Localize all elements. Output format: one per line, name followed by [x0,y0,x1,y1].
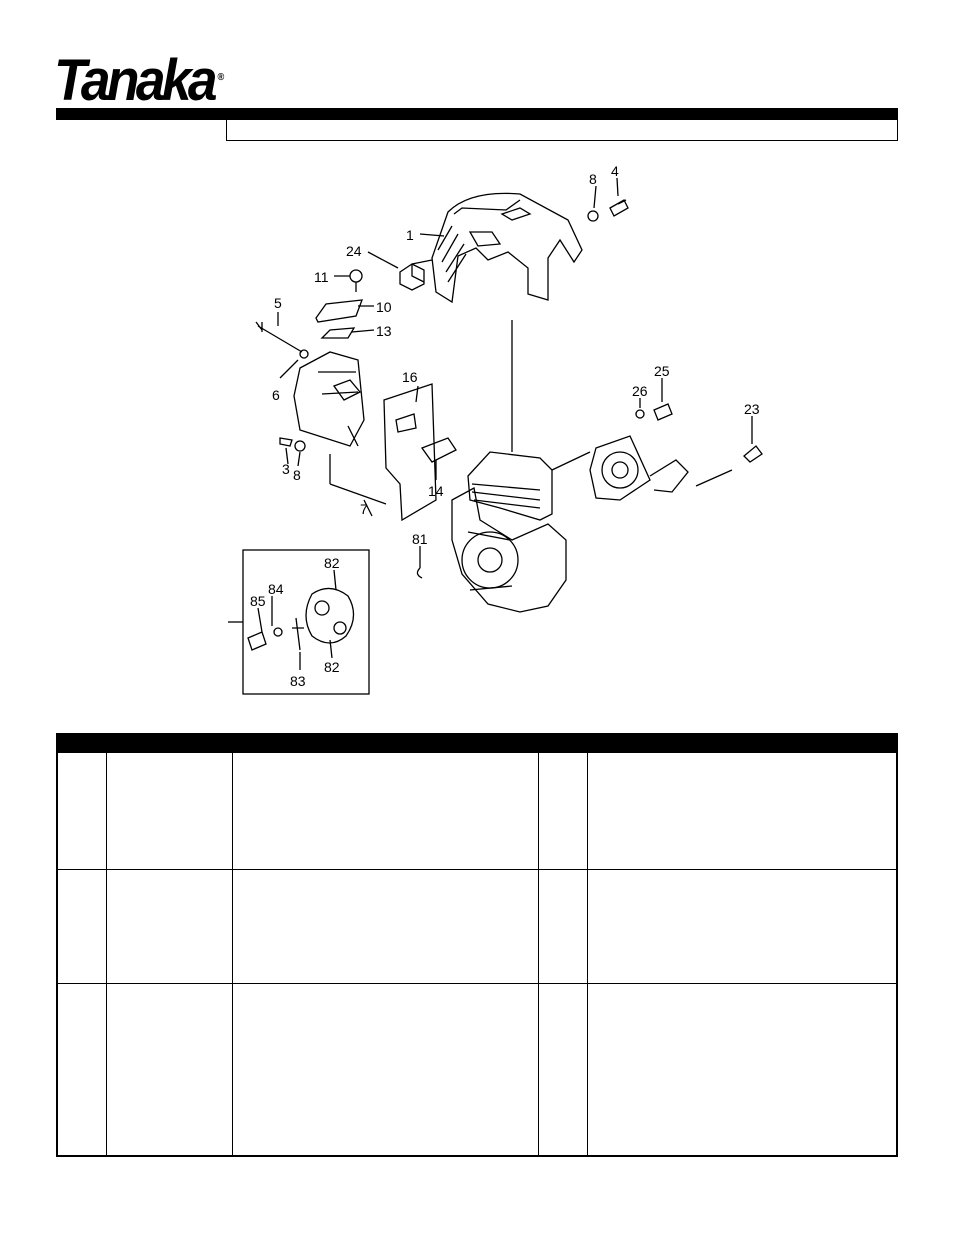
muffler-body-drawing [293,351,365,447]
parts-table [56,733,898,1157]
parts-table-header [58,735,896,753]
callout-label: 83 [290,673,306,689]
callout-label: 24 [346,243,362,259]
engine-cover-drawing [431,192,583,304]
long-bolt-drawing [255,321,303,353]
callout-label: 82 [324,555,340,571]
recoil-starter-drawing [589,435,689,501]
callout-label: 25 [654,363,670,379]
header-rule [56,108,898,120]
callout-label: 8 [293,467,301,483]
column-divider [538,753,539,1155]
callout-label: 13 [376,323,392,339]
callout-label: 23 [744,401,760,417]
callout-label: 4 [611,163,619,179]
clutch-drawing [247,569,355,670]
callout-label: 14 [428,483,444,499]
callout-label: 85 [250,593,266,609]
callout-label: 5 [274,295,282,311]
gasket-drawing [383,383,437,522]
column-divider [587,753,588,1155]
callout-labels: 1 4 8 24 11 10 5 13 6 16 3 8 14 7 26 25 … [250,163,760,689]
callout-label: 6 [272,387,280,403]
callout-label: 11 [314,269,329,285]
callout-label: 81 [412,531,428,547]
registered-mark: ® [217,71,225,83]
brand-name: Tanaka [54,48,218,113]
header-title-box [226,120,898,141]
callout-label: 26 [632,383,648,399]
callout-label: 7 [360,501,368,517]
plug-cap-drawing [399,263,425,291]
row-divider [58,869,896,870]
callout-label: 10 [376,299,392,315]
callout-label: 16 [402,369,418,385]
callout-label: 82 [324,659,340,675]
callout-label: 8 [589,171,597,187]
exploded-parts-diagram: 1 4 8 24 11 10 5 13 6 16 3 8 14 7 26 25 … [228,163,763,695]
column-divider [232,753,233,1155]
row-divider [58,983,896,984]
callout-label: 84 [268,581,284,597]
column-divider [106,753,107,1155]
muffler-cover-drawing [315,269,363,339]
callout-label: 3 [282,461,290,477]
brand-logo: Tanaka® [54,52,224,110]
engine-block-drawing [451,451,567,613]
callout-label: 1 [406,227,414,243]
